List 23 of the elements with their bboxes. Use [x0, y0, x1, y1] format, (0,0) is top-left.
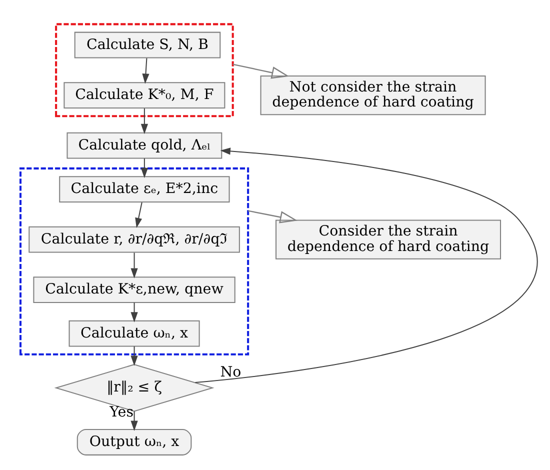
- arrow: [130, 410, 138, 430]
- arrow: [140, 108, 148, 134]
- edge-label: No: [220, 364, 242, 380]
- node-box: Calculate K*ε,new, qnew: [33, 276, 236, 303]
- node-box: Calculate qold, Λₑₗ: [66, 132, 222, 158]
- node-box: Calculate r, ∂r/∂qℜ, ∂r/∂qℑ: [28, 226, 240, 252]
- arrow: [195, 147, 537, 383]
- node-box: Calculate ωₙ, x: [68, 320, 200, 346]
- arrow: [130, 302, 138, 322]
- arrow: [142, 58, 150, 84]
- node-box: Calculate εₑ, E*2,inc: [59, 176, 230, 202]
- arrow: [130, 346, 138, 366]
- node-box: Consider the strain dependence of hard coating: [276, 219, 502, 259]
- arrow: [130, 252, 138, 278]
- node-box: Calculate S, N, B: [74, 31, 221, 58]
- cluster: [55, 22, 234, 117]
- node-box: Not consider the strain dependence of hard coating: [260, 75, 486, 115]
- node-box: Output ωₙ, x: [76, 428, 192, 455]
- arrow: [248, 210, 298, 223]
- arrow: [135, 202, 142, 228]
- arrow: [140, 158, 148, 178]
- node-box: Calculate K*₀, M, F: [64, 82, 226, 108]
- arrow: [232, 63, 290, 78]
